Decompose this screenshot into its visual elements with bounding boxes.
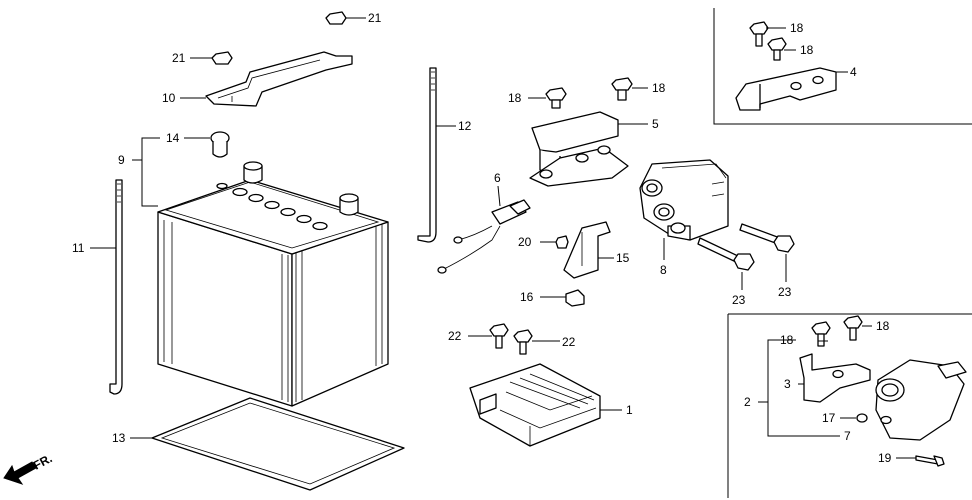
bolt-18-a — [545, 87, 567, 109]
callout-3: 3 — [784, 377, 791, 391]
callout-13: 13 — [112, 431, 126, 445]
control-unit — [469, 363, 601, 447]
battery — [157, 161, 389, 407]
leader-lines — [90, 17, 916, 459]
callout-18-f: 18 — [876, 319, 890, 333]
callout-15: 15 — [616, 251, 630, 265]
bolt-18-b — [611, 77, 633, 101]
callout-8: 8 — [660, 263, 667, 277]
callout-21-left: 21 — [172, 51, 186, 65]
callout-4: 4 — [850, 65, 857, 79]
callout-18-d: 18 — [800, 43, 814, 57]
callout-16: 16 — [520, 290, 534, 304]
callout-18-e: 18 — [780, 333, 794, 347]
clip-16 — [565, 289, 585, 307]
bolt-22-b — [513, 329, 533, 355]
hold-down-bracket — [205, 51, 353, 107]
bolt-18-f — [843, 315, 863, 341]
callout-12: 12 — [458, 119, 472, 133]
coil-7 — [875, 359, 967, 441]
inset-box-top-right — [713, 8, 972, 125]
callout-labels: 21 21 10 14 9 11 12 13 6 18 18 5 8 23 23… — [72, 11, 892, 465]
callout-5: 5 — [652, 117, 659, 131]
callout-19: 19 — [878, 451, 892, 465]
bracket-15 — [563, 221, 611, 279]
callout-20: 20 — [518, 235, 532, 249]
washer-17 — [856, 413, 868, 423]
bolt-18-e — [811, 321, 831, 347]
vent-plug — [210, 131, 230, 158]
ignition-coil — [639, 159, 729, 241]
hold-down-rod — [417, 67, 437, 243]
bracket-3 — [799, 353, 871, 403]
igniter-bracket-5 — [529, 111, 629, 187]
battery-tray — [151, 397, 405, 491]
callout-11: 11 — [72, 241, 85, 255]
bolt-23-b — [739, 223, 795, 253]
callout-18-b: 18 — [652, 81, 666, 95]
callout-7: 7 — [844, 429, 851, 443]
callout-18-a: 18 — [508, 91, 522, 105]
hold-down-bolt-left — [109, 179, 123, 395]
bolt-22-a — [489, 323, 509, 349]
callout-23-a: 23 — [732, 293, 746, 307]
callout-23-b: 23 — [778, 285, 792, 299]
callout-22-a: 22 — [448, 329, 462, 343]
bracket-4 — [735, 67, 837, 111]
front-direction-arrow: FR. — [3, 451, 54, 485]
arrow-icon — [3, 461, 37, 485]
callout-18-c: 18 — [790, 21, 804, 35]
bolt-23-a — [697, 237, 755, 271]
nut-21-top — [325, 11, 347, 25]
callout-6: 6 — [494, 171, 501, 185]
callout-22-b: 22 — [562, 335, 576, 349]
bolt-20 — [555, 235, 569, 249]
nut-21-left — [211, 51, 233, 65]
callout-9: 9 — [118, 153, 125, 167]
callout-14: 14 — [166, 131, 180, 145]
wire-harness — [437, 199, 531, 274]
inset-box-bottom-right — [727, 313, 972, 498]
bolt-19 — [915, 455, 945, 467]
bolt-18-c — [749, 21, 769, 47]
callout-1: 1 — [626, 403, 633, 417]
callout-21-top: 21 — [368, 11, 382, 25]
bolt-18-d — [767, 37, 787, 61]
callout-17: 17 — [822, 411, 836, 425]
callout-2: 2 — [744, 395, 751, 409]
callout-10: 10 — [162, 91, 176, 105]
